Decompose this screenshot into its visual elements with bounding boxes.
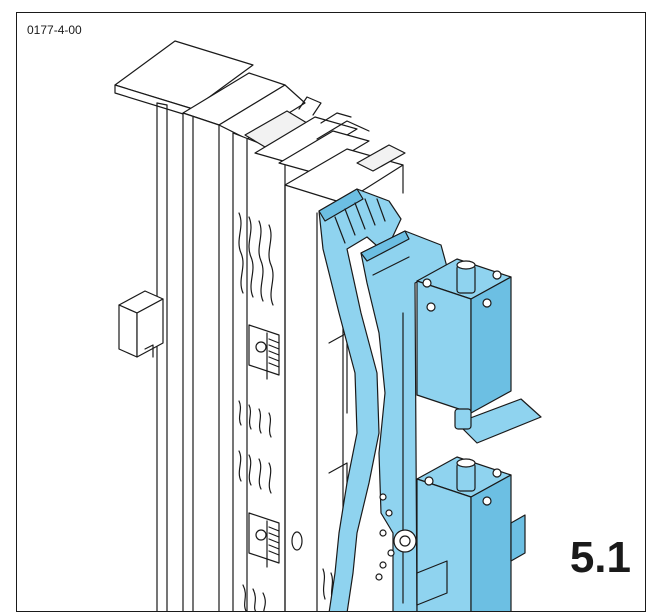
- fuse-disconnector-drawing: [114, 40, 542, 611]
- drawing-code: 0177-4-00: [27, 23, 82, 37]
- upper-contacts: [238, 212, 274, 438]
- side-clip: [118, 290, 164, 358]
- diagram-frame: 0177-4-00: [16, 12, 646, 612]
- step-number: 5.1: [569, 533, 631, 582]
- lower-fuse-cartridge: [416, 456, 526, 611]
- upper-fuse-cartridge: [416, 258, 542, 444]
- lower-indicator-window: [248, 512, 303, 568]
- base-housing: [182, 72, 406, 611]
- upper-indicator-window: [248, 324, 280, 380]
- fuse-holder-frame: [360, 230, 448, 611]
